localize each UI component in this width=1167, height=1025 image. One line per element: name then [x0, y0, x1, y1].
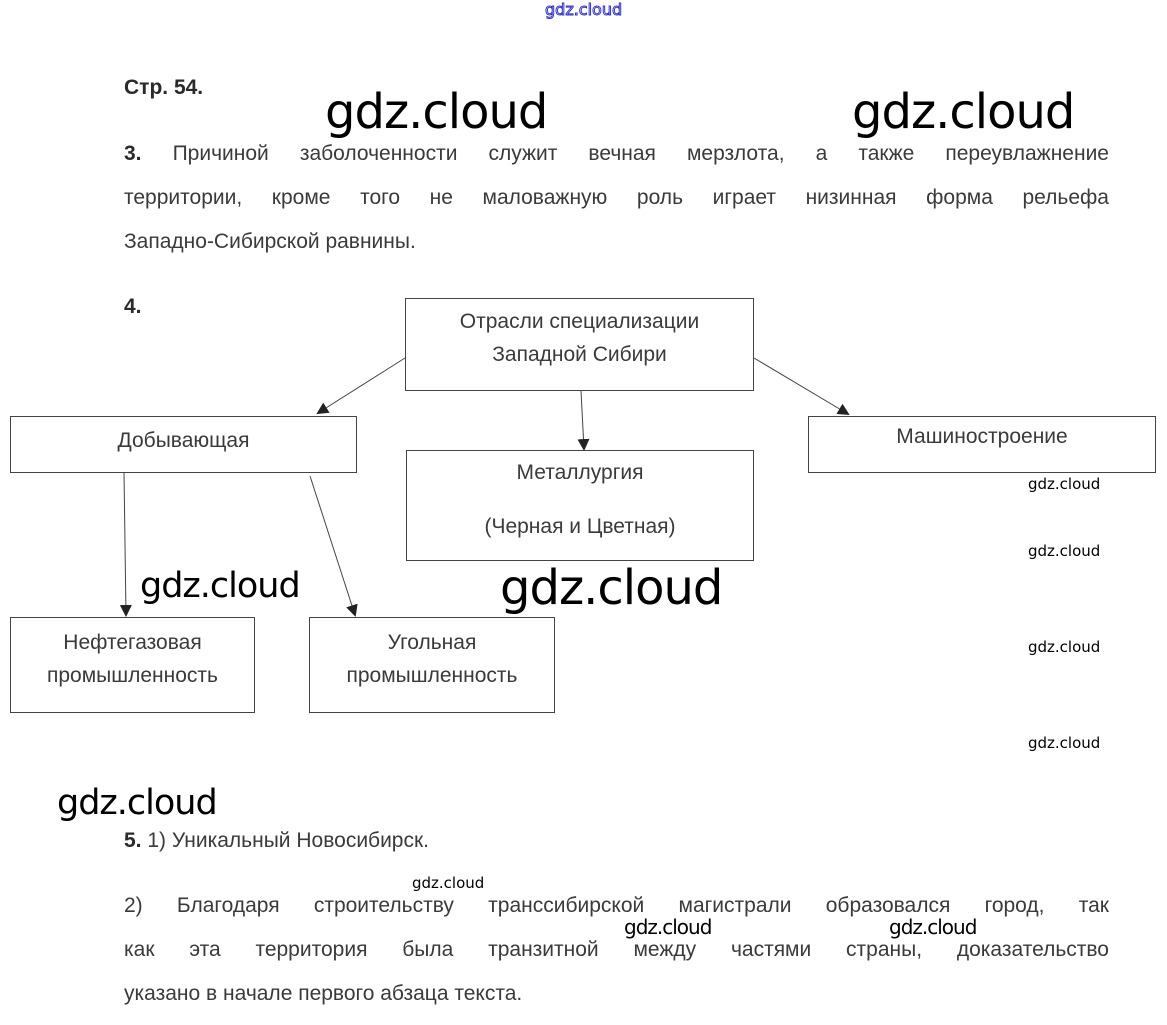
watermark: gdz.cloud: [852, 84, 1075, 140]
task3-line-3: Западно-Сибирской равнины.: [124, 230, 416, 253]
arrow-mining-to-coal: [309, 475, 358, 617]
task5-item-2-line-3: указано в начале первого абзаца текста.: [124, 982, 523, 1005]
watermark: gdz.cloud: [1028, 638, 1101, 656]
task3-line-2: территории, кроме того не маловажную рол…: [124, 186, 1109, 209]
task5-number: 5.: [124, 829, 142, 852]
page-reference: Стр. 54.: [124, 76, 204, 99]
task3-number: 3.: [124, 142, 142, 165]
diagram-mining-node: Добывающая: [10, 416, 357, 473]
task5-item-2-line-2: как эта территория была транзитной между…: [124, 938, 1109, 961]
watermark: gdz.cloud: [57, 783, 218, 823]
watermark: gdz.cloud: [1028, 734, 1101, 752]
watermark: gdz.cloud: [325, 84, 548, 140]
arrow-root-to-metallurgy: [577, 390, 590, 451]
task5-item-1: 5. 1) Уникальный Новосибирск.: [124, 829, 430, 852]
arrow-root-to-mining: [316, 357, 406, 415]
arrow-mining-to-oilgas: [119, 472, 132, 617]
watermark: gdz.cloud: [624, 915, 712, 939]
watermark: gdz.cloud: [140, 566, 301, 606]
diagram-coal-node: Угольная промышленность: [309, 617, 555, 713]
diagram-metallurgy-node: Металлургия (Черная и Цветная): [406, 450, 754, 561]
task5-item-2-line-1: 2) Благодаря строительству транссибирско…: [124, 894, 1109, 917]
watermark: gdz.cloud: [412, 874, 485, 892]
arrow-root-to-machinery: [753, 357, 850, 416]
watermark-top: gdz.cloud: [544, 0, 623, 19]
diagram-oilgas-node: Нефтегазовая промышленность: [10, 617, 255, 713]
task3-line-1: 3. Причиной заболоченности служит вечная…: [124, 142, 1109, 165]
watermark: gdz.cloud: [889, 915, 977, 939]
task4-number: 4.: [124, 295, 142, 318]
watermark: gdz.cloud: [500, 560, 723, 616]
watermark: gdz.cloud: [1028, 542, 1101, 560]
diagram-root-node: Отрасли специализации Западной Сибири: [405, 298, 754, 391]
watermark: gdz.cloud: [1028, 475, 1101, 493]
diagram-machinery-node: Машиностроение: [808, 416, 1156, 473]
